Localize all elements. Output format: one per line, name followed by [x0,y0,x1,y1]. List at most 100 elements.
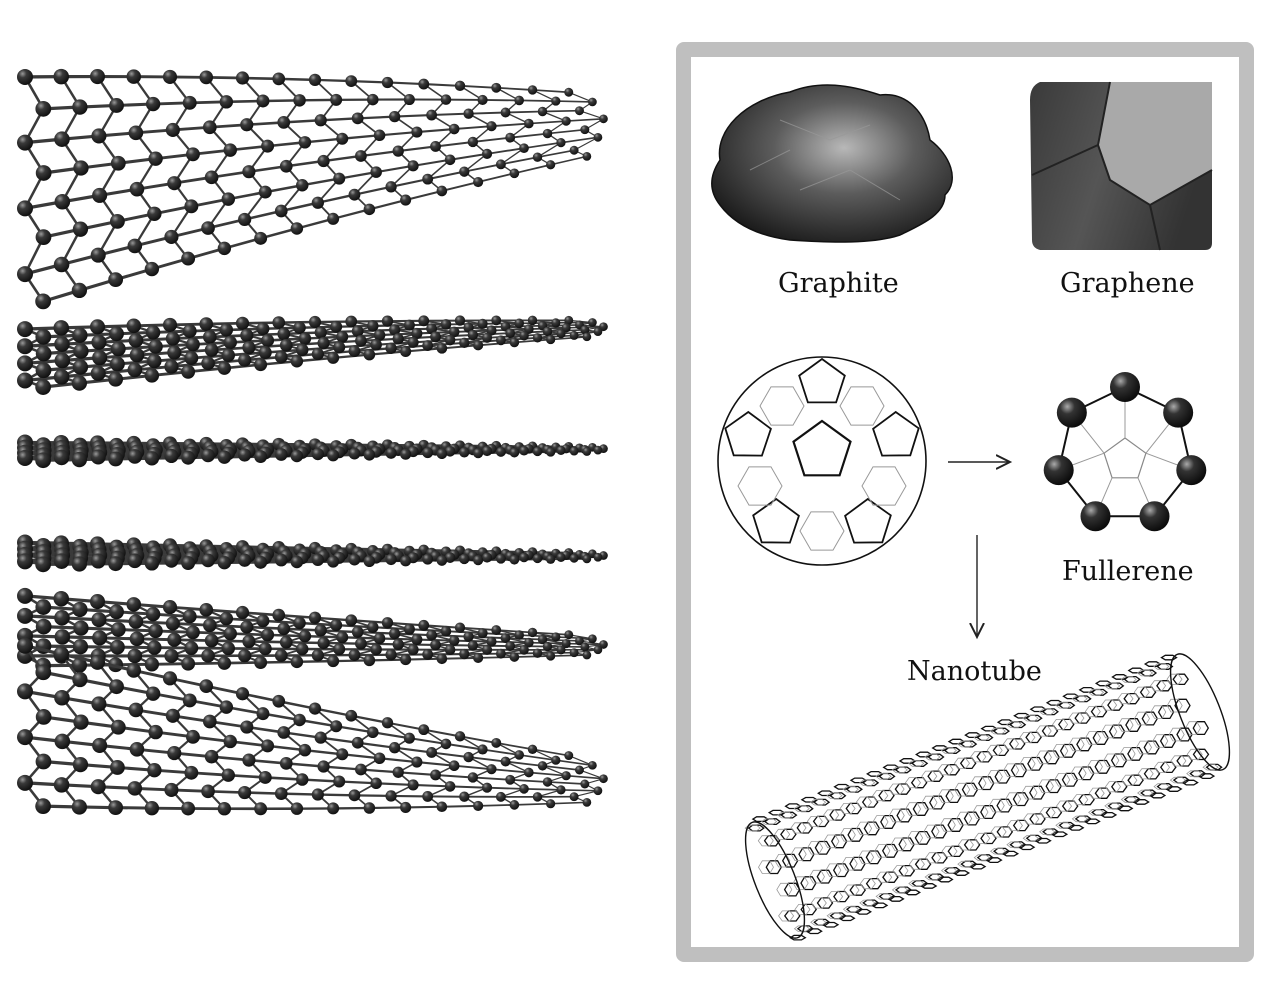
carbon-atom [90,365,106,381]
carbon-atom [473,340,484,351]
carbon-atom [537,106,548,117]
carbon-atom [290,555,304,569]
carbon-atom [467,772,479,783]
carbon-atom [1163,397,1194,428]
carbon-atom [348,188,361,201]
carbon-atom [473,652,484,663]
carbon-atom [238,553,252,567]
carbon-atom [127,648,143,664]
carbon-atom [486,764,497,775]
carbon-atom [532,152,543,162]
carbon-atom [514,318,525,329]
carbon-atom [165,708,180,723]
fullerene-ring-molecule [1043,372,1207,532]
carbon-atom [392,638,404,650]
carbon-atom [91,696,107,712]
carbon-atom [593,132,603,142]
carbon-atom [392,145,404,157]
carbon-atom [561,771,571,781]
carbon-atom [144,657,160,672]
carbon-atom [167,345,182,360]
carbon-atom [73,160,89,176]
carbon-atom [71,657,88,673]
carbon-atom [127,362,143,378]
carbon-atom [108,451,124,467]
carbon-atom [366,726,379,739]
carbon-atom [17,321,33,338]
carbon-atom [418,315,430,327]
carbon-atom [223,626,237,641]
carbon-atom [219,323,234,337]
carbon-atom [505,328,516,339]
carbon-atom [201,221,215,235]
carbon-atom [524,118,534,129]
graphene-sheet [17,68,608,310]
carbon-atom [274,553,288,567]
carbon-atom [109,326,124,342]
carbon-atom [72,359,89,375]
carbon-atom [327,555,340,568]
carbon-atom [546,799,556,809]
carbon-atom [290,655,304,669]
carbon-atom [17,134,33,151]
carbon-atom [532,792,543,802]
carbon-atom [546,651,556,661]
carbon-atom [430,639,441,651]
carbon-atom [569,792,579,802]
carbon-atom [274,649,288,662]
carbon-atom [109,639,125,655]
carbon-atom [392,333,404,345]
carbon-atom [199,70,214,85]
carbon-atom [109,604,124,620]
carbon-atom [165,122,180,138]
carbon-atom [400,555,412,567]
carbon-atom [448,123,460,135]
carbon-atom [240,720,254,734]
carbon-atom [238,353,252,367]
carbon-atom [551,96,561,106]
carbon-atom [279,159,293,173]
carbon-atom [109,98,124,113]
carbon-atom [411,126,423,138]
carbon-atom [35,798,52,815]
carbon-atom [240,118,254,132]
carbon-atom [564,87,574,97]
carbon-atom [258,770,272,784]
carbon-atom [440,738,452,750]
carbon-atom [459,553,470,565]
carbon-atom [256,322,270,336]
carbon-atom [295,773,309,786]
carbon-atom [167,176,182,191]
carbon-atom [495,446,506,457]
carbon-atom [240,328,254,342]
carbon-atom [92,187,108,203]
carbon-atom [336,631,349,644]
carbon-atom [17,266,33,283]
carbon-atom [181,364,196,379]
carbon-atom [486,325,497,336]
carbon-atom [71,375,88,391]
carbon-atom [17,729,33,746]
carbon-atom [556,138,566,148]
carbon-atom [440,625,452,637]
carbon-atom [110,341,126,357]
carbon-atom [348,649,361,661]
carbon-atom [582,332,592,342]
carbon-atom [327,802,340,815]
carbon-atom [527,85,538,95]
carbon-atom [355,637,367,650]
carbon-atom [448,635,460,646]
carbon-atom [363,348,376,361]
carbon-atom [459,648,470,660]
carbon-atom [199,317,214,331]
carbon-atom [519,784,529,794]
carbon-atom [500,633,511,644]
carbon-atom [348,553,361,566]
carbon-atom [473,800,484,811]
carbon-atom [109,760,125,775]
carbon-atom [53,68,70,85]
carbon-atom [72,327,88,343]
carbon-atom [242,753,256,767]
carbon-atom [385,342,397,354]
carbon-atom [261,628,275,642]
